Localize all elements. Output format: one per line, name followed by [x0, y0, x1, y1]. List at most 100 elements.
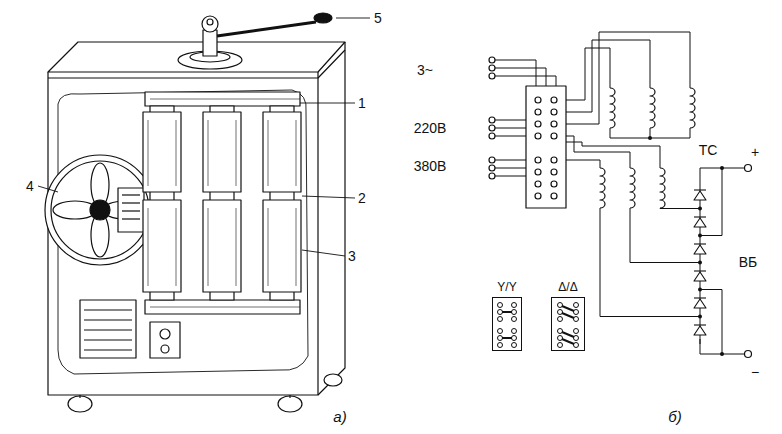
- jumper-board: Y/Y: [492, 280, 522, 351]
- rectifier-block: [80, 300, 180, 358]
- junction-dot: [698, 315, 702, 319]
- jumper-terminal: [512, 336, 517, 341]
- wire: [566, 142, 660, 168]
- wire: [495, 128, 526, 129]
- transformer-winding: [650, 88, 655, 128]
- leader-line: [302, 196, 355, 198]
- terminal-block: [526, 86, 566, 208]
- jumper-terminal: [502, 337, 512, 339]
- wire: [495, 160, 526, 161]
- transformer-coil: [236, 120, 237, 186]
- leader-line: [38, 186, 58, 192]
- crank-handle: [203, 30, 217, 56]
- jumper-terminal: [512, 317, 517, 322]
- fan: [122, 218, 140, 219]
- jumper-terminal: [558, 317, 563, 322]
- transformer-coil: [203, 200, 241, 292]
- transformer-coil: [236, 208, 237, 286]
- terminal-block: [535, 157, 541, 163]
- crank-handle: [207, 19, 213, 25]
- transformer-coil: [296, 120, 297, 186]
- terminal-block: [551, 121, 557, 127]
- rectifier-block: [160, 329, 170, 339]
- jumper-terminal: [562, 306, 574, 311]
- component-label: ВБ: [738, 255, 759, 269]
- wheel: [278, 396, 302, 412]
- panel-caption: б): [667, 409, 682, 424]
- voltage-label: 380В: [413, 159, 448, 173]
- fan: [51, 161, 149, 259]
- component-label: ТС: [698, 143, 719, 157]
- transformer-core: [145, 300, 300, 314]
- callout-number: 2: [357, 191, 367, 205]
- junction-dot: [720, 166, 724, 170]
- rectifier-block: [84, 309, 132, 310]
- crank-handle: [202, 16, 218, 32]
- wire: [600, 208, 700, 317]
- wire: [495, 168, 526, 169]
- diode-symbol: [694, 245, 706, 254]
- transformer-winding: [630, 168, 635, 208]
- input-terminal: [489, 133, 495, 139]
- rectifier-block: [84, 339, 132, 340]
- input-terminal: [489, 165, 495, 171]
- junction-dot: [698, 234, 702, 238]
- diode-symbol: [694, 299, 706, 308]
- wheel: [68, 396, 92, 412]
- wheel: [68, 374, 342, 412]
- board-label: Δ/Δ: [551, 280, 585, 294]
- wire: [495, 120, 526, 121]
- rectifier-block: [84, 349, 132, 350]
- junction-dot: [698, 207, 702, 211]
- crank-handle: [217, 22, 316, 36]
- transformer-coil: [148, 120, 149, 186]
- jumper-terminal: [512, 310, 517, 315]
- transformer-coil: [268, 120, 269, 186]
- terminal-block: [551, 157, 557, 163]
- wire: [630, 208, 700, 263]
- input-terminal: [489, 57, 495, 63]
- transformer-coil: [143, 200, 181, 292]
- jumper-terminal: [562, 339, 574, 344]
- jumper-terminal: [498, 329, 503, 334]
- transformer-coil: [176, 120, 177, 186]
- jumper-terminal: [498, 317, 503, 322]
- jumper-terminal: [498, 303, 503, 308]
- transformer-winding: [600, 168, 605, 208]
- wheel: [324, 374, 342, 386]
- input-terminal: [489, 125, 495, 131]
- transformer-winding: [660, 168, 665, 208]
- junction-dot: [698, 261, 702, 265]
- junction-dot: [648, 136, 724, 356]
- wire: [495, 176, 526, 177]
- terminal-block: [535, 97, 541, 103]
- diode-symbol: [694, 189, 706, 190]
- leader-line: [302, 250, 345, 256]
- diode-symbol: [694, 324, 706, 325]
- jumper-terminal: [502, 311, 512, 313]
- board-label: Y/Y: [492, 280, 522, 294]
- terminal-block: [535, 181, 541, 187]
- crank-handle: [178, 13, 332, 69]
- input-terminal: [489, 57, 495, 179]
- input-terminal: [489, 157, 495, 163]
- input-terminal: [489, 173, 495, 179]
- diode-symbol: [694, 326, 706, 335]
- diode-symbol: [694, 190, 706, 335]
- rectifier-block: [80, 300, 136, 358]
- transformer-winding: [600, 88, 695, 208]
- jumper-terminal: [558, 343, 563, 348]
- terminal-block: [535, 121, 541, 127]
- transformer-coil: [208, 208, 209, 286]
- wire: [495, 32, 744, 354]
- junction-dot: [698, 288, 702, 292]
- transformer-coil: [176, 208, 177, 286]
- callout-number: 1: [357, 96, 367, 110]
- terminal-block: [535, 133, 541, 139]
- junction-dot: [648, 136, 652, 140]
- transformer-coil: [143, 112, 301, 292]
- diode-symbol: [694, 191, 706, 200]
- jumper-terminal: [512, 343, 517, 348]
- transformer-winding: [690, 88, 695, 128]
